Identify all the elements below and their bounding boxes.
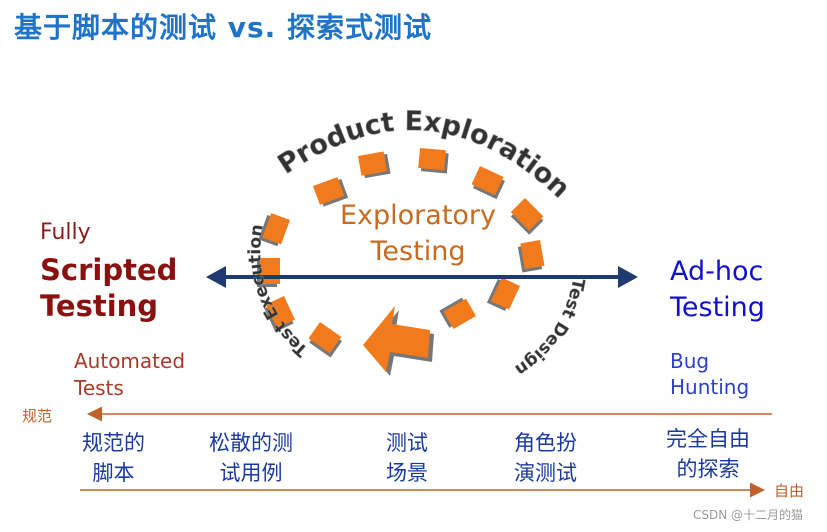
column-test-scenarios: 测试场景 <box>386 428 428 488</box>
scripted-testing-label: Scripted Testing <box>40 252 177 324</box>
exploratory-testing-label: Exploratory Testing <box>320 198 516 270</box>
cycle-arrow-head <box>363 306 434 376</box>
column-role-play-testing: 角色扮演测试 <box>514 428 577 488</box>
column-free-exploration: 完全自由的探索 <box>666 424 750 484</box>
adhoc-testing-label: Ad-hoc Testing <box>670 254 765 326</box>
specification-label: 规范 <box>22 405 52 426</box>
column-loose-test-cases: 松散的测试用例 <box>209 428 293 488</box>
automated-tests-label: Automated Tests <box>74 348 185 402</box>
ring-block <box>487 276 520 312</box>
column-scripted-script: 规范的脚本 <box>82 428 145 488</box>
bug-hunting-label: Bug Hunting <box>670 348 749 400</box>
ring-block <box>517 240 545 273</box>
ring-block <box>307 322 344 357</box>
ring-label-right: Test Design <box>511 277 588 380</box>
ring-block <box>418 148 449 173</box>
ring-block <box>439 296 476 330</box>
fully-label: Fully <box>40 220 91 245</box>
freedom-label: 自由 <box>774 480 804 501</box>
watermark: CSDN @十二月的猫 <box>693 506 803 523</box>
ring-block <box>470 166 506 199</box>
ring-block <box>358 151 391 179</box>
